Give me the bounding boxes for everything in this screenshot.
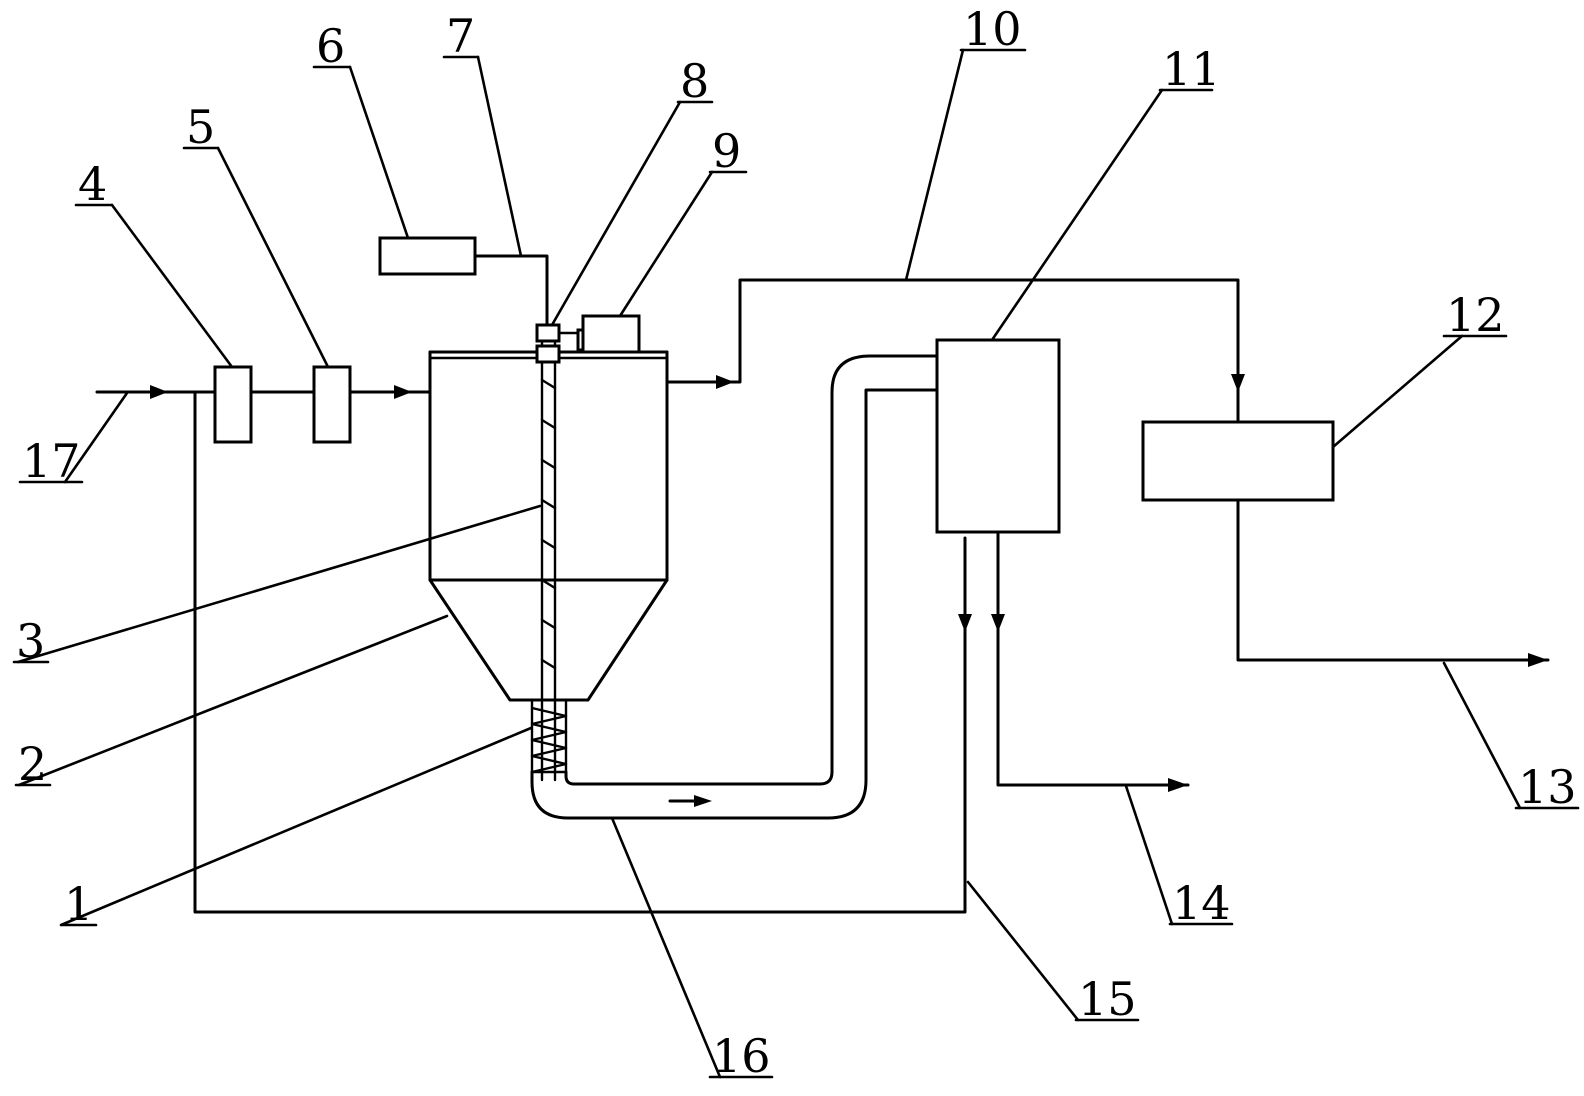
label-11: 11 xyxy=(1162,42,1221,96)
label-12: 12 xyxy=(1446,288,1505,342)
outlet-line-13 xyxy=(1236,498,1550,667)
label-9: 9 xyxy=(712,124,741,178)
label-7: 7 xyxy=(446,9,475,63)
controller-6-box xyxy=(378,236,477,276)
label-17: 17 xyxy=(22,434,81,488)
screw-conveyor xyxy=(530,698,568,774)
device-12-box xyxy=(1141,420,1335,502)
separator-11-box xyxy=(935,338,1061,534)
label-14: 14 xyxy=(1172,876,1231,930)
label-1: 1 xyxy=(64,877,93,931)
gas-outlet-line xyxy=(665,278,1245,422)
label-3: 3 xyxy=(16,614,45,668)
label-13: 13 xyxy=(1518,760,1577,814)
leader-lines xyxy=(16,48,1522,1079)
transport-pipe xyxy=(530,354,939,820)
label-10: 10 xyxy=(963,2,1022,56)
motor-9-box xyxy=(581,314,641,354)
device-5-box xyxy=(312,365,352,444)
control-line-7 xyxy=(473,254,549,327)
device-4-box xyxy=(213,365,253,444)
top-fitting xyxy=(535,323,590,364)
tank xyxy=(428,350,669,702)
return-line xyxy=(193,390,972,914)
central-shaft xyxy=(540,328,557,782)
label-6: 6 xyxy=(316,19,345,73)
label-2: 2 xyxy=(18,737,47,791)
label-16: 16 xyxy=(712,1029,771,1083)
label-5: 5 xyxy=(186,100,215,154)
label-15: 15 xyxy=(1078,972,1137,1026)
label-4: 4 xyxy=(78,157,107,211)
outlet-line-14 xyxy=(991,530,1190,792)
inlet-line xyxy=(95,385,432,399)
label-8: 8 xyxy=(680,54,709,108)
